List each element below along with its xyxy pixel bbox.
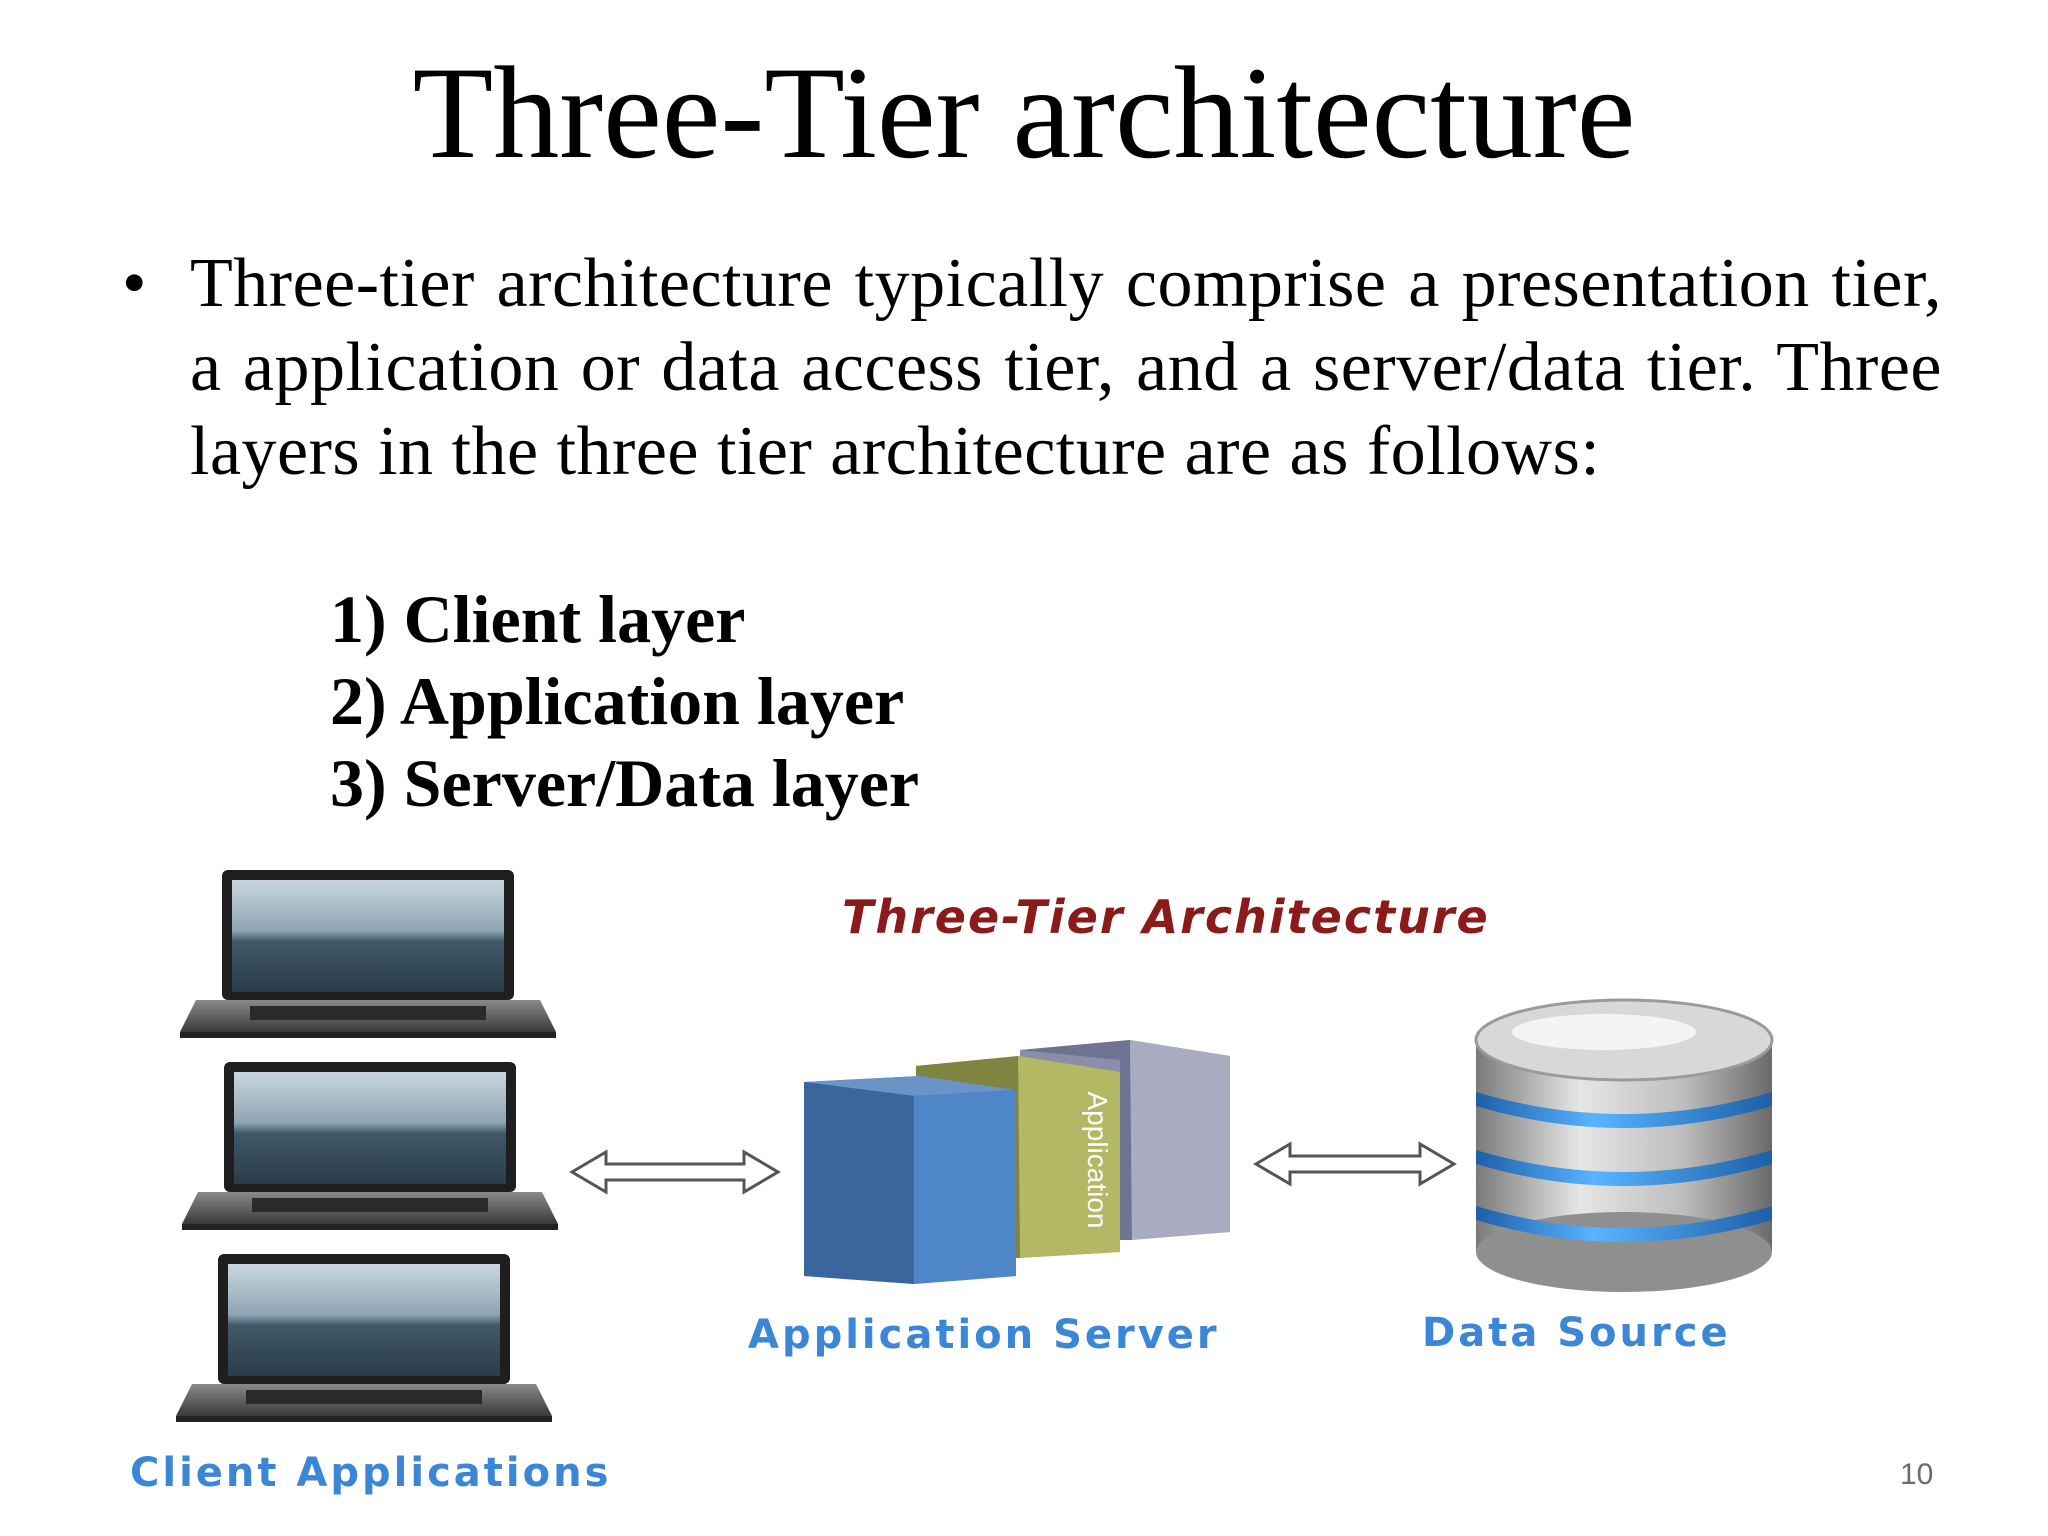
caption-client-applications: Client Applications [130, 1450, 612, 1496]
slide-title: Three-Tier architecture [412, 39, 1636, 186]
application-book-label: Application [1082, 1092, 1113, 1229]
bullet-text: Three-tier architecture typically compri… [190, 245, 1942, 490]
caption-application-server: Application Server [748, 1312, 1220, 1358]
architecture-diagram: Application Three-Tier Architecture Appl… [0, 860, 2048, 1536]
database-icon [1474, 998, 1774, 1292]
bullet-dot: • [122, 245, 147, 322]
double-arrow-icon [569, 1149, 781, 1195]
laptop-icon [180, 870, 556, 1038]
bullet-paragraph: • Three-tier architecture typically comp… [122, 242, 1942, 494]
diagram-title: Three-Tier Architecture [842, 890, 1490, 944]
layer-item-client: 1) Client layer [330, 581, 746, 657]
layer-item-application: 2) Application layer [330, 663, 905, 739]
application-server-icon [804, 1040, 1230, 1284]
laptop-icon [182, 1062, 558, 1230]
laptop-icon [176, 1254, 552, 1422]
double-arrow-icon [1253, 1141, 1457, 1187]
caption-data-source: Data Source [1422, 1310, 1731, 1356]
layer-item-data: 3) Server/Data layer [330, 745, 920, 821]
diagram-graphics: Application [176, 870, 1774, 1422]
layer-list: 1) Client layer 2) Application layer 3) … [330, 578, 919, 824]
page-number: 10 [1900, 1458, 1934, 1491]
